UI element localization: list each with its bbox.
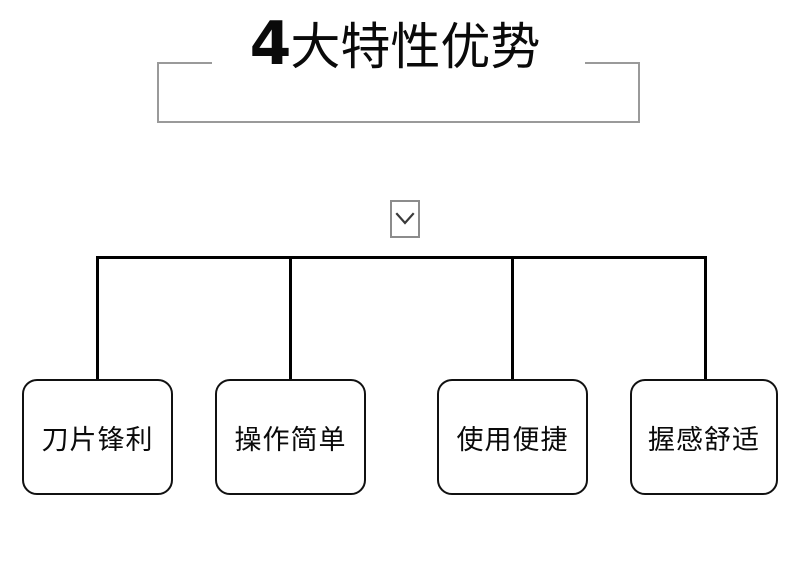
frame-right-top-line [585,62,640,64]
feature-label-1: 刀片锋利 [41,424,154,456]
frame-bottom-line [157,121,640,123]
page-title: 4大特性优势 [0,14,790,74]
chevron-down-icon [395,212,415,225]
frame-left-top-line [157,62,212,64]
feature-label-3: 使用便捷 [456,424,569,456]
title-number: 4 [249,9,292,79]
connector-vertical-2 [289,256,292,381]
chevron-down-node [390,200,420,238]
frame-left-vertical-line [157,62,159,123]
feature-label-2: 操作简单 [234,424,347,456]
feature-box-4[interactable]: 握感舒适 [630,379,778,495]
title-text-rest: 大特性优势 [290,18,541,76]
feature-box-3[interactable]: 使用便捷 [437,379,588,495]
title-frame [157,62,640,123]
feature-box-2[interactable]: 操作简单 [215,379,366,495]
frame-right-vertical-line [638,62,640,123]
connector-horizontal-bar [96,256,707,259]
feature-label-4: 握感舒适 [648,424,760,456]
feature-box-1[interactable]: 刀片锋利 [22,379,173,495]
connector-vertical-4 [704,256,707,381]
connector-vertical-1 [96,256,99,381]
connector-vertical-3 [511,256,514,381]
